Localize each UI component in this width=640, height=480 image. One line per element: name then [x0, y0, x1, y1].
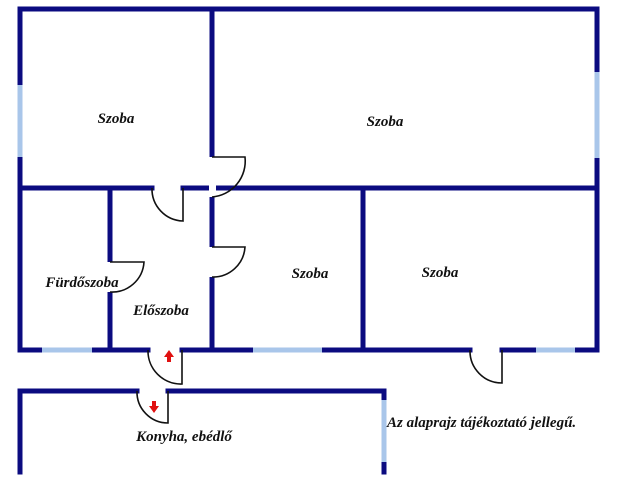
disclaimer-note: Az alaprajz tájékoztató jellegű. — [386, 415, 576, 431]
doors — [106, 156, 503, 424]
room-label-szoba-top-right: Szoba — [367, 114, 404, 130]
room-label-szoba-right: Szoba — [422, 265, 459, 281]
room-label-szoba-mid: Szoba — [292, 266, 329, 282]
walls — [17, 6, 600, 475]
arrow-up-icon — [164, 350, 174, 362]
room-label-eloszoba: Előszoba — [132, 303, 189, 319]
room-label-konyha: Konyha, ebédlő — [135, 429, 233, 445]
entry-arrows — [149, 350, 174, 413]
room-label-szoba-top-left: Szoba — [98, 111, 135, 127]
arrow-down-icon — [149, 401, 159, 413]
windows — [17, 72, 600, 462]
room-label-furdoszoba: Fürdőszoba — [44, 275, 119, 291]
